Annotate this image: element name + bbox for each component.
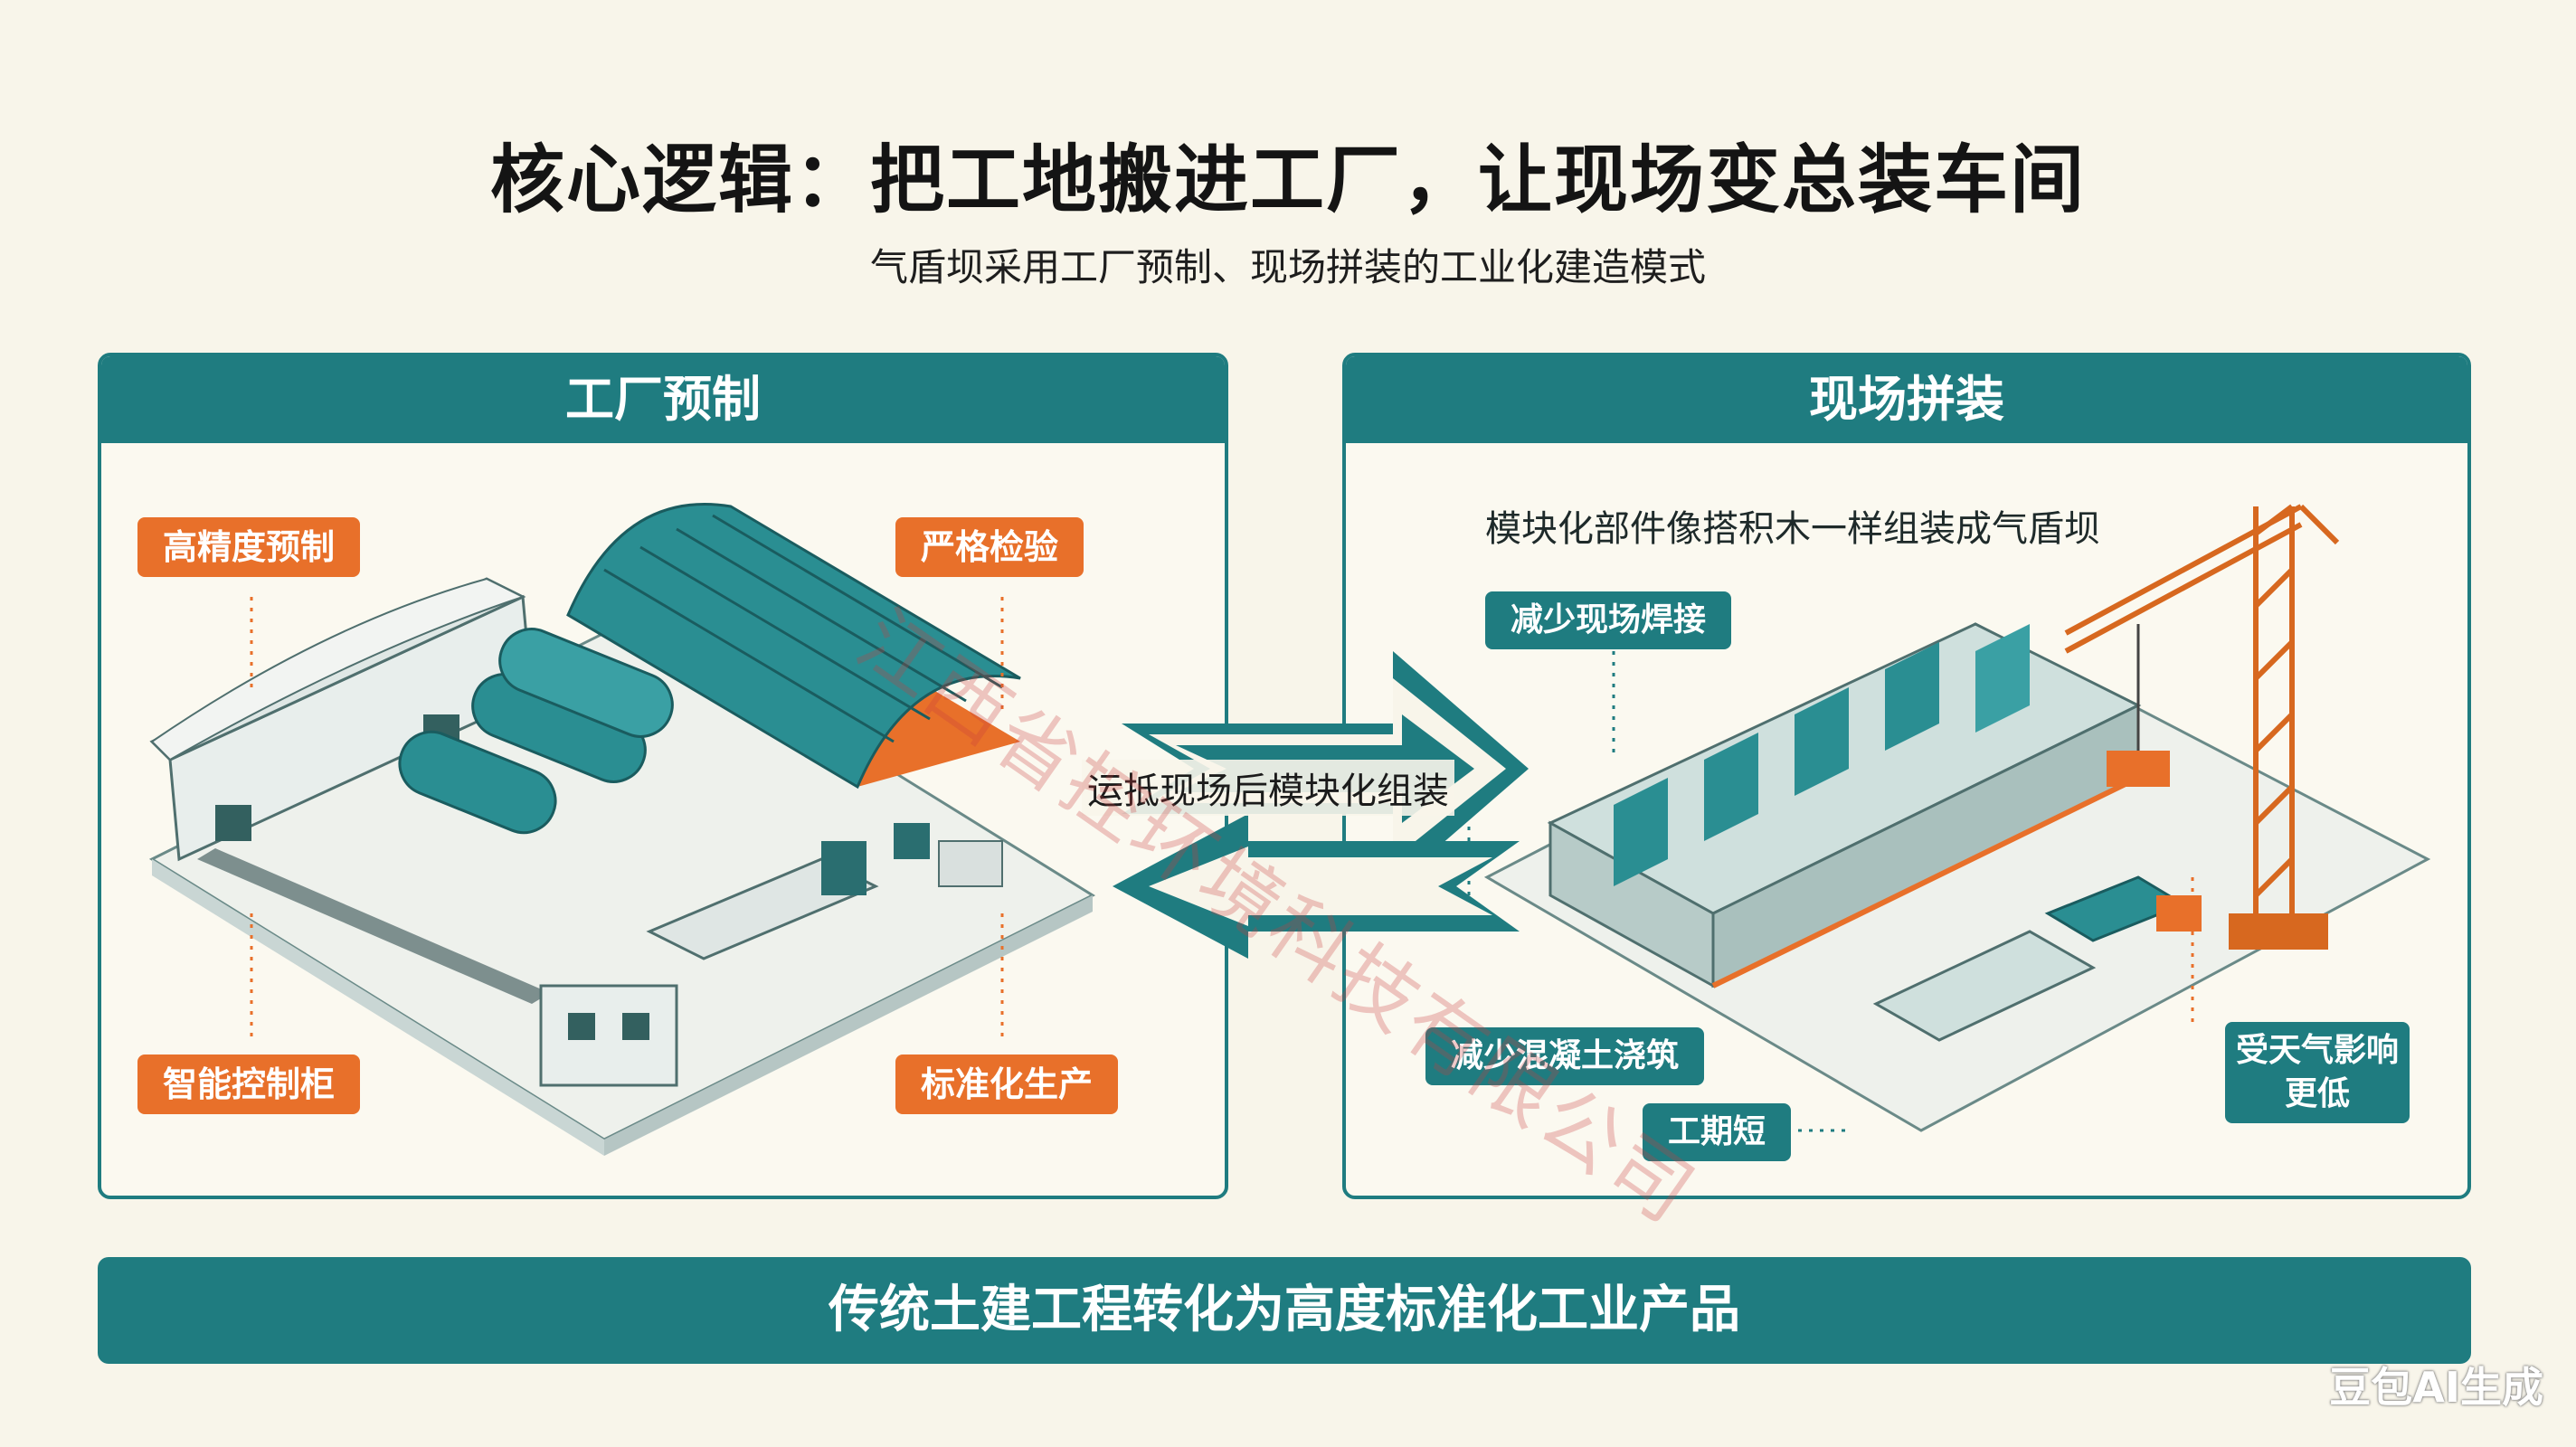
page-title: 核心逻辑：把工地搬进工厂，让现场变总装车间 bbox=[489, 137, 2086, 223]
conclusion-banner: 传统土建工程转化为高度标准化工业产品 bbox=[98, 1257, 2471, 1364]
factory-illustration bbox=[148, 503, 1096, 1156]
tag-less-weather-impact: 受天气影响更低 bbox=[2225, 1022, 2410, 1123]
tag-strict-inspection: 严格检验 bbox=[895, 517, 1084, 577]
tag-short-period: 工期短 bbox=[1643, 1103, 1792, 1161]
tag-reduce-welding: 减少现场焊接 bbox=[1485, 591, 1732, 649]
tag-standardized-production: 标准化生产 bbox=[895, 1055, 1119, 1114]
tag-smart-control-cabinet: 智能控制柜 bbox=[137, 1055, 361, 1114]
onsite-assembly-header: 现场拼装 bbox=[1346, 356, 2467, 443]
return-arrow bbox=[1113, 814, 1520, 959]
assembly-description: 模块化部件像搭积木一样组装成气盾坝 bbox=[1485, 508, 2100, 550]
control-cabinets bbox=[646, 823, 1003, 960]
page-subtitle: 气盾坝采用工厂预制、现场拼装的工业化建造模式 bbox=[869, 245, 1706, 289]
arched-hall bbox=[566, 503, 1021, 790]
tag-high-precision-prefab: 高精度预制 bbox=[137, 517, 361, 577]
delivery-truck bbox=[2044, 875, 2202, 942]
assembly-illustration bbox=[1467, 504, 2431, 1132]
workshop-building bbox=[149, 577, 534, 862]
small-office bbox=[539, 984, 678, 1087]
factory-prefab-header: 工厂预制 bbox=[101, 356, 1225, 443]
transport-assembly-label: 运抵现场后模块化组装 bbox=[1082, 760, 1454, 816]
tag-reduce-concrete: 减少混凝土浇筑 bbox=[1425, 1027, 1705, 1085]
precast-slab bbox=[1872, 930, 2097, 1042]
tower-crane bbox=[2064, 504, 2340, 932]
ai-generated-mark: 豆包AI生成 bbox=[2329, 1363, 2543, 1412]
dam-modules bbox=[1547, 622, 2142, 988]
steel-cylinders bbox=[398, 628, 674, 835]
